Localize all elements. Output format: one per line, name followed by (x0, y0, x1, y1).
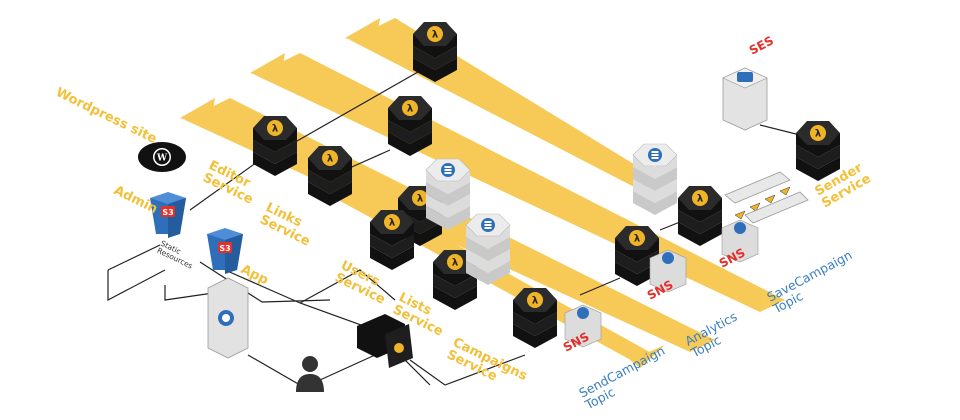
s3-bucket-app-icon (207, 228, 243, 274)
admin-label: Admin (111, 183, 159, 217)
queue-slab (724, 171, 809, 224)
wordpress-icon: W (138, 142, 186, 172)
sns-analytics-box (649, 249, 687, 293)
static-label: StaticResources (156, 239, 198, 271)
ses-icon (722, 67, 768, 131)
db-campaigns (632, 143, 678, 216)
lambda-links-2 (388, 96, 432, 156)
lambda-sender (796, 121, 840, 181)
db-lists (465, 213, 511, 286)
sns-label-save: SNS (717, 245, 748, 270)
lambda-users-2 (370, 210, 414, 270)
svg-text:AnalyticsTopic: AnalyticsTopic (681, 309, 745, 361)
campaigns-service-label: CampaignsService (444, 335, 529, 396)
lambda-save (678, 186, 722, 246)
s3-bucket-admin-icon (150, 192, 186, 238)
lambda-links (308, 146, 352, 206)
sns-send-box (564, 304, 602, 348)
lambda-stack-top (413, 22, 457, 82)
lambda-campaigns (513, 288, 557, 348)
sns-save-box (721, 219, 759, 263)
api-gateway-icon (357, 314, 413, 368)
svg-text:W: W (156, 154, 168, 164)
ses-label: SES (747, 33, 776, 57)
app-label: App (238, 262, 270, 288)
links-service-label: LinksService (257, 200, 318, 250)
savecampaign-topic-label: SaveCampaignTopic (763, 247, 860, 317)
sns-label-analytics: SNS (645, 277, 676, 302)
svg-text:LinksService: LinksService (257, 200, 318, 250)
user-icon (296, 356, 324, 392)
analytics-topic-label: AnalyticsTopic (681, 309, 745, 361)
lambda-editor (253, 116, 297, 176)
svg-text:SaveCampaignTopic: SaveCampaignTopic (763, 247, 860, 317)
wordpress-label: Wordpress site (53, 85, 159, 147)
device-icon (207, 277, 249, 359)
queue-arrows (734, 186, 791, 220)
svg-text:CampaignsService: CampaignsService (444, 335, 529, 396)
db-users (425, 158, 471, 231)
